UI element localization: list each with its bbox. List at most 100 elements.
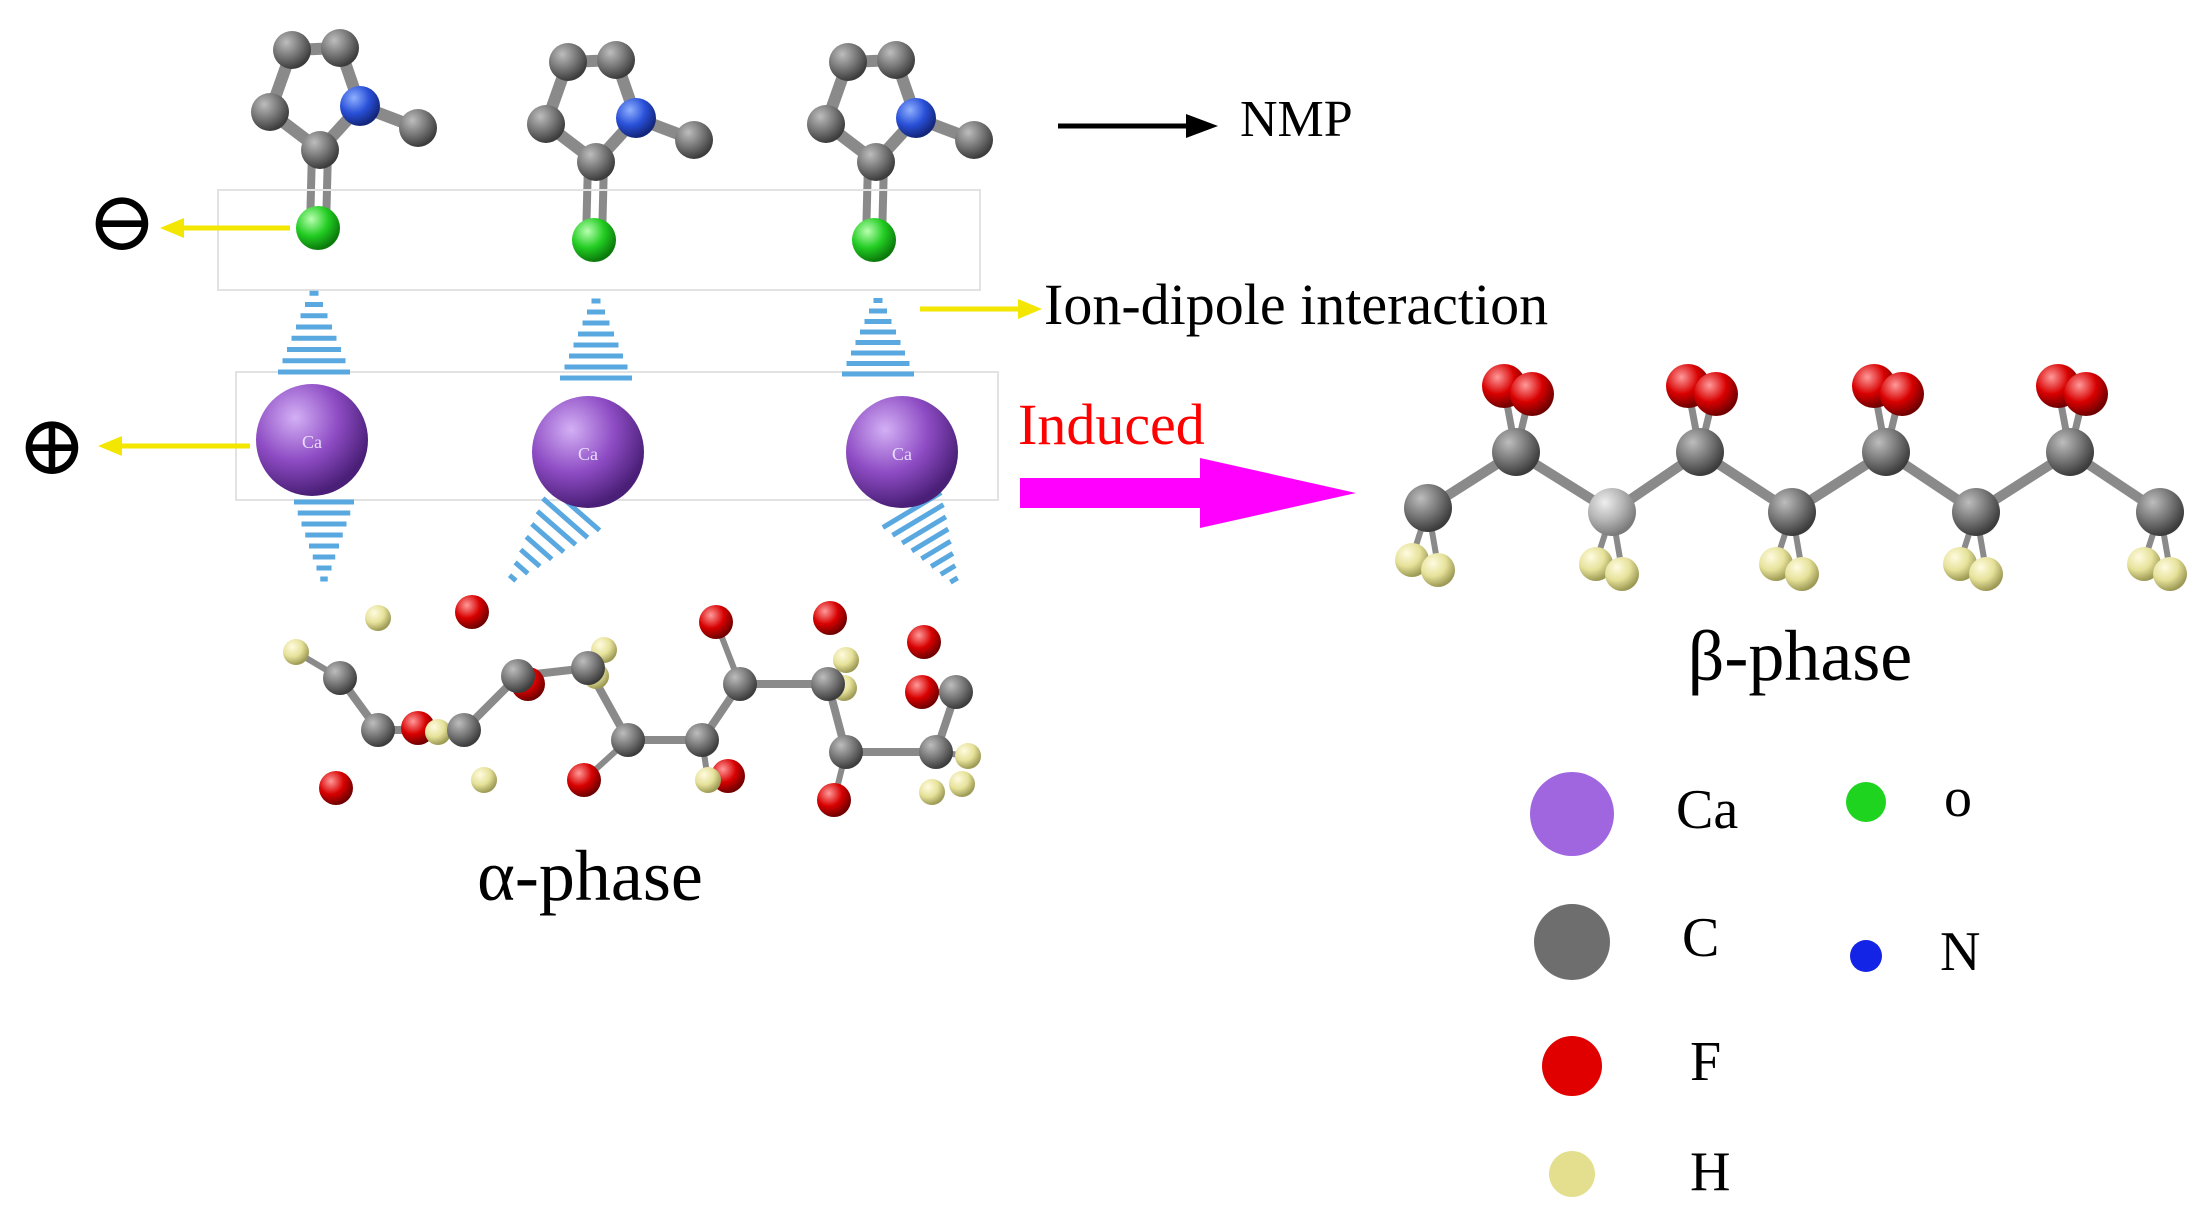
carbon-atom [1404,484,1452,532]
legend-label: o [1944,767,1972,829]
fluorine-atom [1510,372,1554,416]
legend-item: F [1542,1031,1721,1096]
carbon-atom [577,143,615,181]
legend-swatch [1549,1151,1595,1197]
induced-label: Induced [1018,392,1205,457]
carbon-atom [361,713,395,747]
carbon-atom [1676,428,1724,476]
legend-item: C [1534,904,1719,980]
carbon-atom [273,31,311,69]
hydrogen-atom [1579,547,1613,581]
carbon-atom [829,735,863,769]
hydrogen-atom [1759,547,1793,581]
oxygen-atom [852,218,896,262]
legend-item: H [1549,1141,1730,1203]
fluorine-atom [905,675,939,709]
hydrogen-atom [1785,557,1819,591]
hatched-triangle-icon [507,483,602,583]
hydrogen-atom [1969,557,2003,591]
hatched-triangle-icon [842,298,914,377]
carbon-atom [2136,488,2184,536]
carbon-atom [399,109,437,147]
carbon-atom [301,131,339,169]
legend-swatch [1534,904,1610,980]
fluorine-atom [319,771,353,805]
calcium-ion: Ca [532,396,644,508]
carbon-atom [955,121,993,159]
legend-swatch [1530,772,1614,856]
calcium-ion: Ca [846,396,958,508]
legend-label: Ca [1676,779,1738,841]
legend-label: F [1690,1031,1721,1093]
legend-item: o [1846,767,1972,829]
carbon-atom [571,651,605,685]
oxygen-row-box [217,189,981,291]
hydrogen-atom [471,767,497,793]
alpha-phase-label: α-phase [477,836,703,916]
fluorine-atom [1694,372,1738,416]
hydrogen-atom [283,639,309,665]
black-arrow-icon [1058,114,1218,138]
nitrogen-atom [896,98,936,138]
fluorine-atom [699,605,733,639]
nitrogen-atom [616,98,656,138]
nitrogen-atom [340,86,380,126]
beta-phase-label: β-phase [1688,616,1913,696]
legend-label: C [1682,907,1719,969]
carbon-atom [939,675,973,709]
yellow-arrow-icon [920,299,1042,319]
hatched-triangle-icon [560,298,632,381]
beta-phase-chain [1395,364,2187,591]
hydrogen-atom [695,767,721,793]
hydrogen-atom [425,719,451,745]
carbon-atom [527,105,565,143]
carbon-atom [611,723,645,757]
calcium-atom [256,384,368,496]
calcium-atom [532,396,644,508]
carbon-atom [2046,428,2094,476]
calcium-atom-label: Ca [302,432,322,452]
carbon-atom [251,93,289,131]
carbon-atom [857,143,895,181]
carbon-atom [321,29,359,67]
nmp-molecule [527,41,713,262]
legend-item: N [1850,921,1980,983]
fluorine-atom [1880,372,1924,416]
fluorine-atom [813,601,847,635]
calcium-atom-label: Ca [578,444,598,464]
legend-swatch [1542,1036,1602,1096]
hydrogen-atom [1395,543,1429,577]
calcium-atom [846,396,958,508]
fluorine-atom [455,595,489,629]
positive-sign-icon: ⊕ [17,400,87,493]
carbon-atom [1492,428,1540,476]
magenta-arrow-icon [1020,458,1356,528]
carbon-atom [323,661,357,695]
hydrogen-atom [2127,547,2161,581]
nmp-molecule [251,29,437,250]
hydrogen-atom [2153,557,2187,591]
nmp-label: NMP [1240,91,1353,148]
carbon-atom [723,667,757,701]
hydrogen-atom [919,779,945,805]
positive-sign: ⊕ [17,400,87,493]
carbon-atom [549,43,587,81]
negative-sign-icon: ⊖ [87,176,157,269]
carbon-atom [811,667,845,701]
ion-dipole-label: Ion-dipole interaction [1044,272,1548,337]
hydrogen-atom [949,771,975,797]
negative-sign: ⊖ [87,176,157,269]
legend-item: Ca [1530,772,1738,856]
hydrogen-atom [1943,547,1977,581]
fluorine-atom [2064,372,2108,416]
carbon-atom [447,713,481,747]
carbon-atom [877,41,915,79]
hydrogen-atom [1421,553,1455,587]
nmp-molecules [251,29,993,262]
hatched-triangle-icon [278,290,350,375]
oxygen-atom [572,218,616,262]
legend-label: H [1690,1141,1730,1203]
